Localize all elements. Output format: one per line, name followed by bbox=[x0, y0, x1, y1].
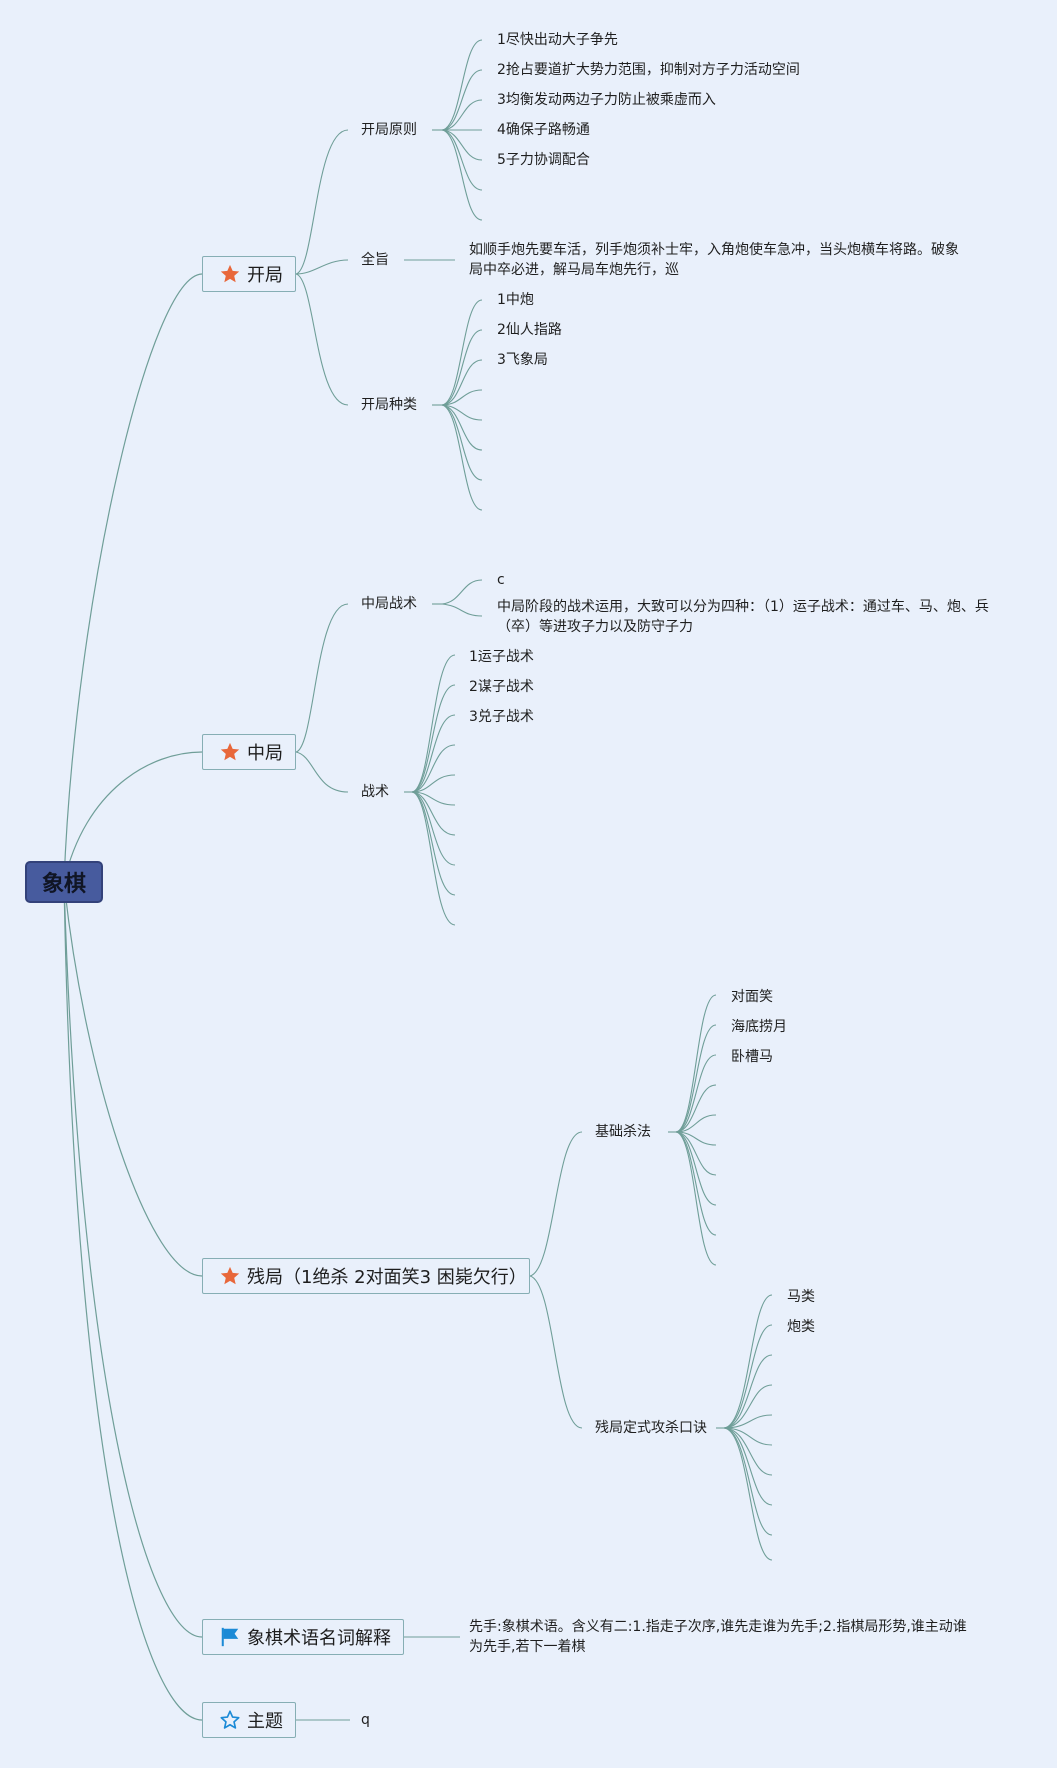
branch-topic-label: 主题 bbox=[247, 1711, 283, 1732]
branch-opening[interactable]: 开局 bbox=[202, 256, 296, 292]
tactics-item[interactable]: 2谋子战术 bbox=[469, 679, 534, 695]
principle-item[interactable]: 4确保子路畅通 bbox=[497, 122, 590, 138]
gist-label[interactable]: 全旨 bbox=[361, 252, 389, 268]
branch-topic[interactable]: 主题 bbox=[202, 1702, 296, 1738]
star-icon bbox=[220, 264, 240, 283]
middle-tactics-item[interactable]: 中局阶段的战术运用，大致可以分为四种：（1）运子战术：通过车、马、炮、兵（卒）等… bbox=[497, 599, 989, 635]
opening-types-label[interactable]: 开局种类 bbox=[361, 397, 417, 413]
formula-item[interactable]: 炮类 bbox=[787, 1319, 815, 1335]
principle-item[interactable]: 2抢占要道扩大势力范围，抑制对方子力活动空间 bbox=[497, 62, 800, 78]
topic-child[interactable]: q bbox=[361, 1712, 370, 1728]
opening-type-item[interactable]: 3飞象局 bbox=[497, 352, 548, 368]
branch-endgame[interactable]: 残局（1绝杀 2对面笑3 困毙欠行） bbox=[202, 1258, 530, 1294]
flag-icon bbox=[221, 1627, 239, 1647]
formula-item[interactable]: 马类 bbox=[787, 1289, 815, 1305]
basic-kill-item[interactable]: 对面笑 bbox=[731, 989, 773, 1005]
star-outline-icon bbox=[220, 1710, 240, 1729]
root-label: 象棋 bbox=[41, 872, 86, 897]
principle-item[interactable]: 3均衡发动两边子力防止被乘虚而入 bbox=[497, 92, 716, 108]
basic-kills-label[interactable]: 基础杀法 bbox=[595, 1124, 651, 1140]
formulas-label[interactable]: 残局定式攻杀口诀 bbox=[595, 1420, 707, 1436]
tactics-label[interactable]: 战术 bbox=[361, 784, 389, 800]
terms-text[interactable]: 先手:象棋术语。含义有二:1.指走子次序,谁先走谁为先手;2.指棋局形势,谁主动… bbox=[469, 1619, 967, 1655]
branch-middle-label: 中局 bbox=[247, 743, 283, 764]
branch-terms-label: 象棋术语名词解释 bbox=[247, 1628, 391, 1649]
star-icon bbox=[220, 742, 240, 761]
tactics-item[interactable]: 1运子战术 bbox=[469, 649, 534, 665]
branch-opening-label: 开局 bbox=[247, 265, 283, 286]
star-icon bbox=[220, 1266, 240, 1285]
middle-tactics-label[interactable]: 中局战术 bbox=[361, 596, 417, 612]
principle-item[interactable]: 1尽快出动大子争先 bbox=[497, 32, 618, 48]
root-node[interactable]: 象棋 bbox=[25, 861, 103, 903]
tactics-item[interactable]: 3兑子战术 bbox=[469, 709, 534, 725]
basic-kill-item[interactable]: 卧槽马 bbox=[731, 1049, 773, 1065]
basic-kill-item[interactable]: 海底捞月 bbox=[731, 1019, 787, 1035]
gist-text[interactable]: 如顺手炮先要车活，列手炮须补士牢，入角炮使车急冲，当头炮横车将路。破象局中卒必进… bbox=[469, 242, 959, 278]
opening-type-item[interactable]: 1中炮 bbox=[497, 292, 534, 308]
branch-middle[interactable]: 中局 bbox=[202, 734, 296, 770]
branch-terms[interactable]: 象棋术语名词解释 bbox=[202, 1619, 404, 1655]
principle-item[interactable]: 5子力协调配合 bbox=[497, 152, 590, 168]
branch-endgame-label: 残局（1绝杀 2对面笑3 困毙欠行） bbox=[247, 1267, 527, 1288]
opening-principles-label[interactable]: 开局原则 bbox=[361, 122, 417, 138]
opening-type-item[interactable]: 2仙人指路 bbox=[497, 322, 562, 338]
middle-tactics-item[interactable]: c bbox=[497, 572, 505, 588]
